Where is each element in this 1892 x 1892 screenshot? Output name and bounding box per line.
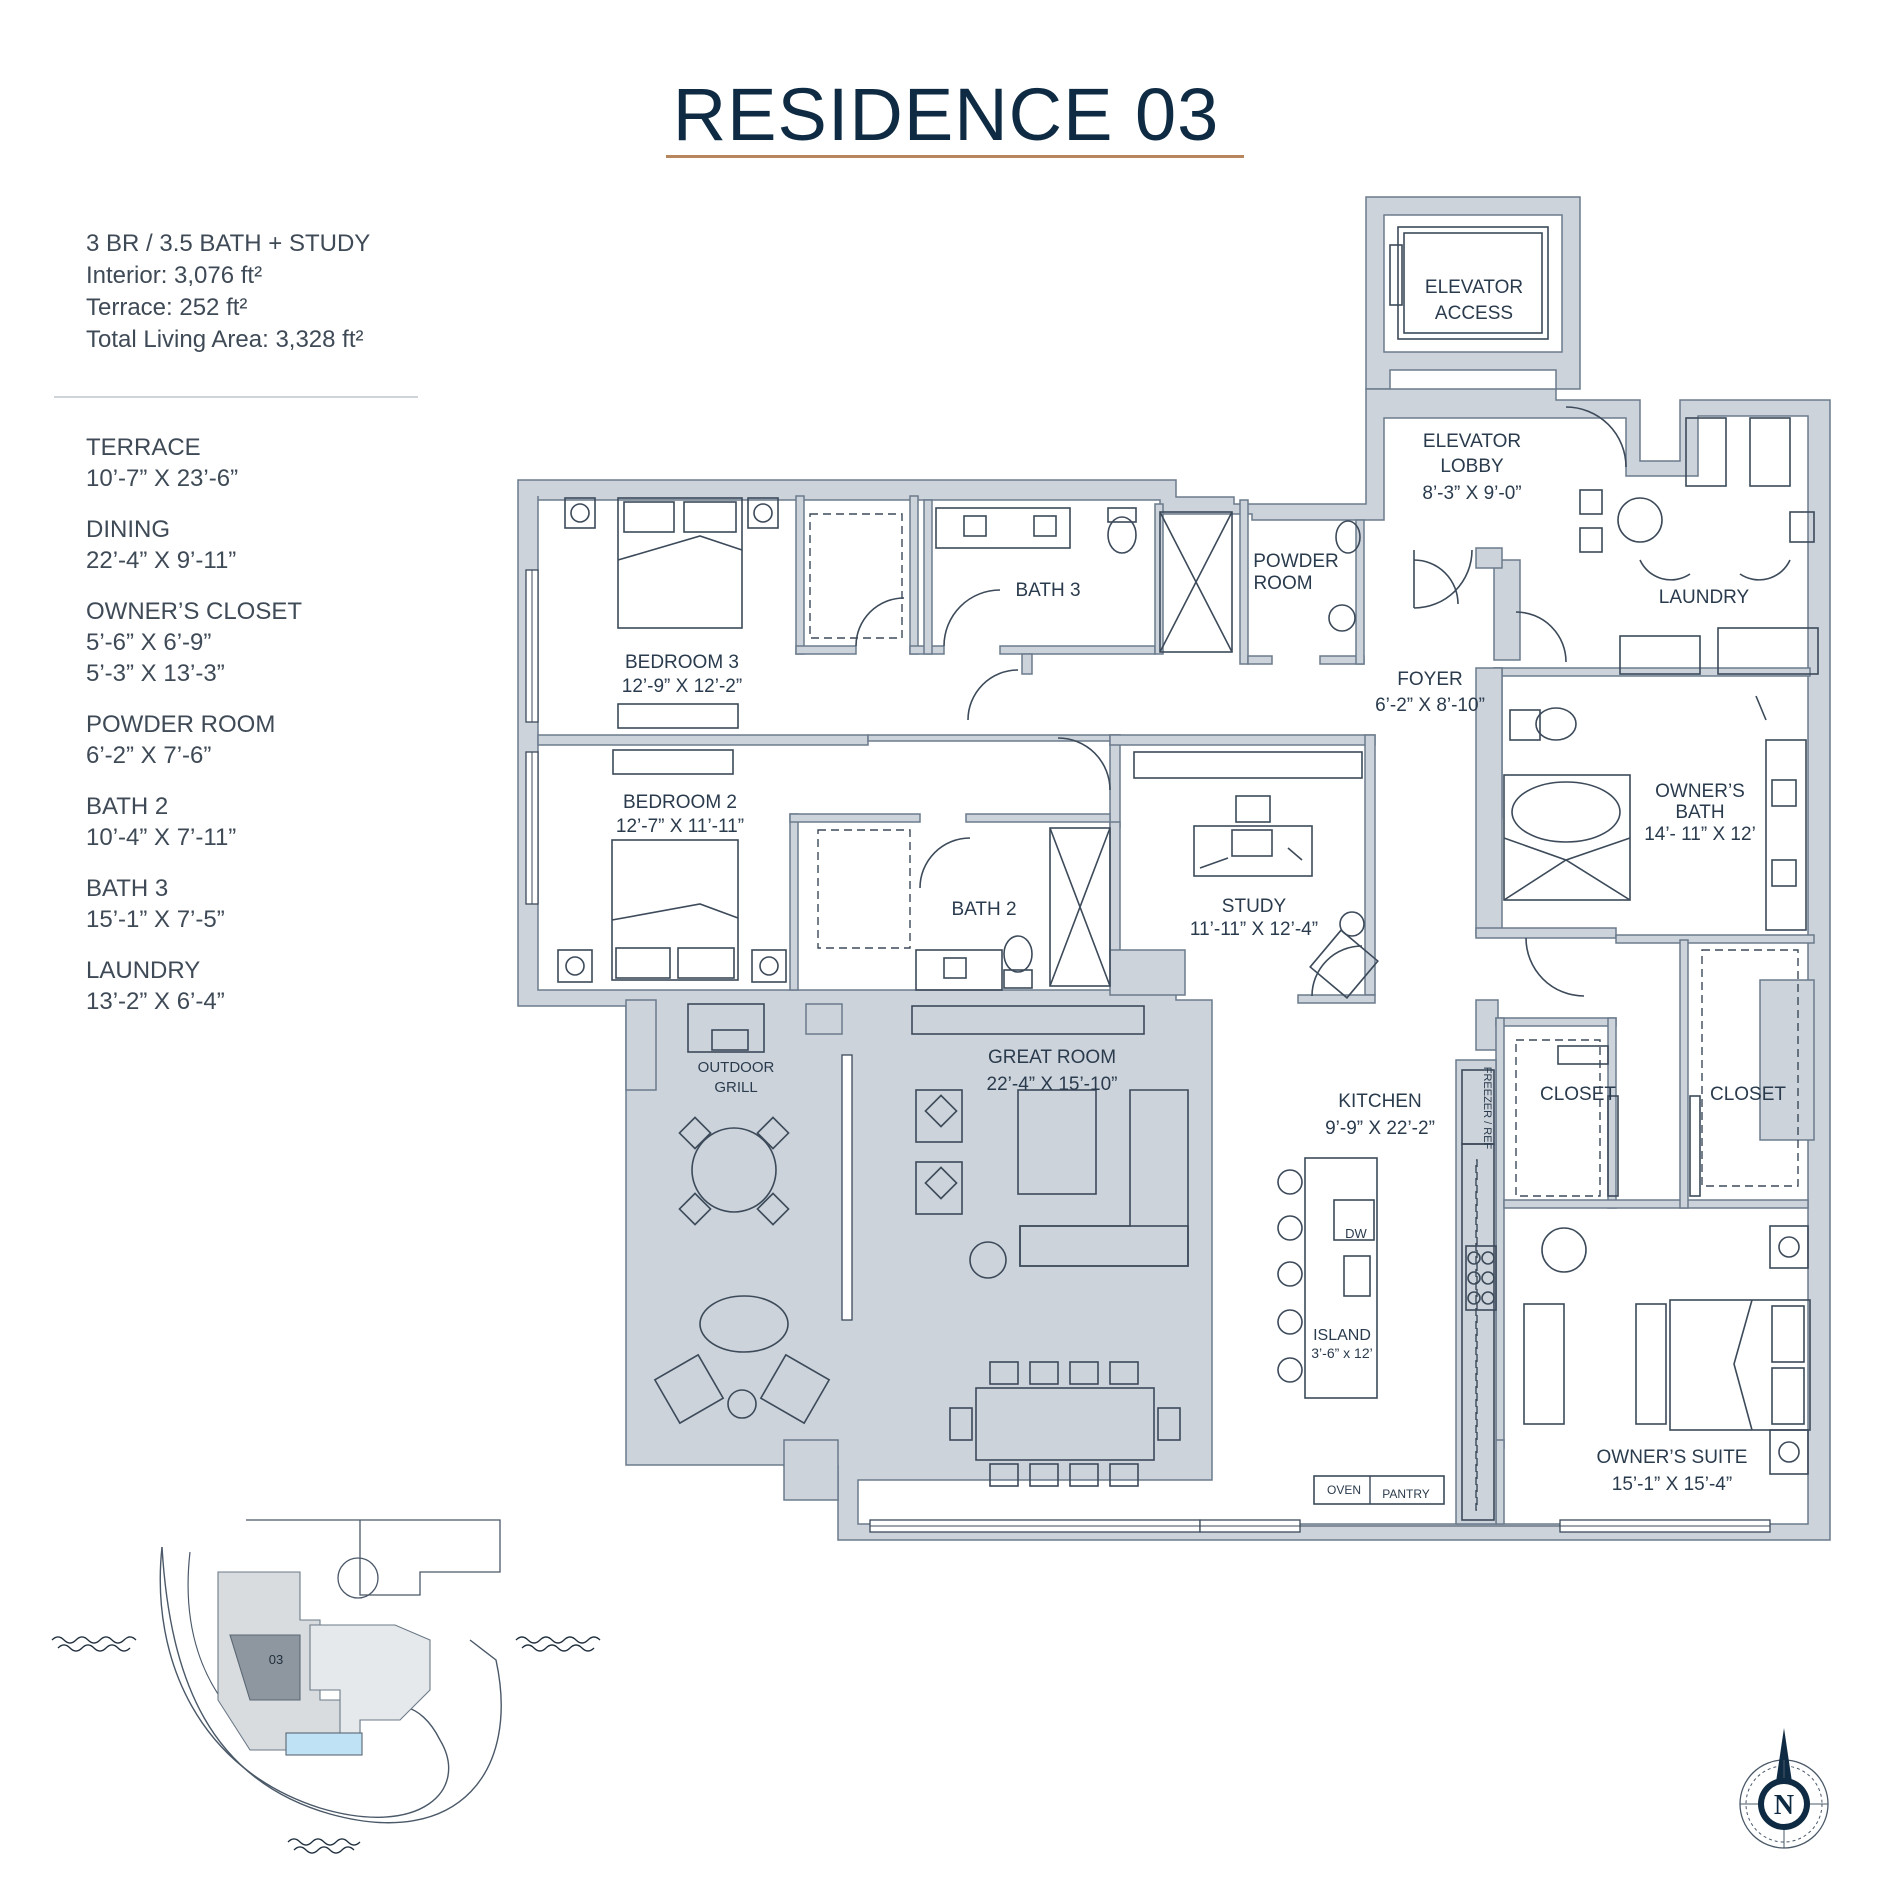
label-pantry: PANTRY bbox=[1382, 1487, 1430, 1501]
label-great-room-dims: 22’-4” X 15’-10” bbox=[987, 1074, 1118, 1095]
label-closet-right: CLOSET bbox=[1710, 1084, 1786, 1105]
room-name: OWNER’S CLOSET bbox=[86, 598, 303, 625]
label-elevator-access: ELEVATOR bbox=[1425, 277, 1523, 298]
label-bath-3: BATH 3 bbox=[1015, 580, 1080, 601]
label-owners-suite-dims: 15’-1” X 15’-4” bbox=[1612, 1474, 1732, 1495]
label-dw: DW bbox=[1345, 1226, 1367, 1241]
total-area: Total Living Area: 3,328 ft² bbox=[86, 326, 364, 353]
title-divider bbox=[666, 155, 1244, 158]
walls bbox=[517, 196, 1831, 1541]
room-dims: 13’-2” X 6’-4” bbox=[86, 988, 225, 1015]
room-dimension-list: TERRACE 10’-7” X 23’-6” DINING 22’-4” X … bbox=[86, 432, 302, 1037]
label-elevator-lobby-dims: 8’-3” X 9’-0” bbox=[1422, 483, 1521, 504]
label-foyer: FOYER bbox=[1397, 669, 1462, 690]
sidebar-divider bbox=[54, 396, 418, 398]
room-dims: 15’-1” X 7’-5” bbox=[86, 906, 225, 933]
label-powder-room: POWDER bbox=[1253, 551, 1339, 572]
label-outdoor-grill-2: GRILL bbox=[714, 1079, 757, 1096]
label-freezer-ref: FREEZER / REF bbox=[1481, 1067, 1493, 1150]
north-compass-icon: N bbox=[1739, 1728, 1829, 1849]
label-bedroom-2: BEDROOM 2 bbox=[623, 792, 737, 813]
label-elevator-access-2: ACCESS bbox=[1435, 303, 1513, 324]
bed-bath-line: 3 BR / 3.5 BATH + STUDY bbox=[86, 230, 371, 257]
label-bedroom-3-dims: 12’-9” X 12’-2” bbox=[622, 676, 742, 697]
room-entry-terrace: TERRACE 10’-7” X 23’-6” bbox=[86, 432, 302, 494]
room-dims: 5’-6” X 6’-9” bbox=[86, 629, 212, 656]
label-elevator-lobby: ELEVATOR bbox=[1423, 431, 1521, 452]
room-name: LAUNDRY bbox=[86, 957, 201, 984]
room-name: BATH 3 bbox=[86, 875, 169, 902]
label-foyer-dims: 6’-2” X 8’-10” bbox=[1375, 695, 1485, 716]
label-kitchen: KITCHEN bbox=[1338, 1091, 1421, 1112]
label-kitchen-dims: 9’-9” X 22’-2” bbox=[1325, 1118, 1435, 1139]
label-owners-suite: OWNER’S SUITE bbox=[1597, 1447, 1748, 1468]
label-island-dims: 3’-6” x 12’ bbox=[1311, 1345, 1372, 1361]
room-name: DINING bbox=[86, 516, 170, 543]
terrace-area: Terrace: 252 ft² bbox=[86, 294, 248, 321]
room-dims: 5’-3” X 13’-3” bbox=[86, 660, 225, 687]
room-name: TERRACE bbox=[86, 434, 201, 461]
label-elevator-lobby-2: LOBBY bbox=[1440, 456, 1504, 477]
page-title: RESIDENCE 03 bbox=[672, 73, 1220, 156]
room-entry-bath-2: BATH 2 10’-4” X 7’-11” bbox=[86, 791, 302, 853]
label-oven: OVEN bbox=[1327, 1483, 1361, 1497]
room-entry-laundry: LAUNDRY 13’-2” X 6’-4” bbox=[86, 955, 302, 1017]
label-closet-left: CLOSET bbox=[1540, 1084, 1616, 1105]
room-dims: 10’-4” X 7’-11” bbox=[86, 824, 237, 851]
keyplan-unit-03 bbox=[229, 1634, 301, 1701]
keyplan-pool bbox=[285, 1732, 363, 1756]
label-outdoor-grill: OUTDOOR bbox=[698, 1059, 775, 1076]
unit-summary: 3 BR / 3.5 BATH + STUDY Interior: 3,076 … bbox=[86, 228, 370, 356]
compass-north-letter: N bbox=[1774, 1790, 1794, 1821]
label-powder-room-2: ROOM bbox=[1253, 573, 1312, 594]
room-entry-powder-room: POWDER ROOM 6’-2” X 7’-6” bbox=[86, 709, 302, 771]
keyplan-unit-label: 03 bbox=[269, 1652, 283, 1667]
room-dims: 6’-2” X 7’-6” bbox=[86, 742, 212, 769]
label-study: STUDY bbox=[1222, 896, 1287, 917]
windows bbox=[525, 569, 1771, 1533]
label-study-dims: 11’-11” X 12’-4” bbox=[1190, 919, 1318, 940]
label-owners-bath: OWNER’S bbox=[1655, 781, 1745, 802]
room-entry-owners-closet: OWNER’S CLOSET 5’-6” X 6’-9” 5’-3” X 13’… bbox=[86, 596, 302, 689]
label-bedroom-2-dims: 12’-7” X 11’-11” bbox=[616, 816, 744, 837]
label-laundry: LAUNDRY bbox=[1659, 587, 1750, 608]
label-bath-2: BATH 2 bbox=[951, 899, 1016, 920]
key-plan: 03 bbox=[51, 1519, 601, 1854]
room-entry-dining: DINING 22’-4” X 9’-11” bbox=[86, 514, 302, 576]
room-labels: ELEVATOR ACCESS ELEVATOR LOBBY 8’-3” X 9… bbox=[616, 277, 1786, 1501]
label-bedroom-3: BEDROOM 3 bbox=[625, 652, 739, 673]
room-dims: 22’-4” X 9’-11” bbox=[86, 547, 237, 574]
label-owners-bath-2: BATH bbox=[1675, 802, 1724, 823]
label-owners-bath-dims: 14’- 11” X 12’ bbox=[1644, 824, 1756, 845]
interior-area: Interior: 3,076 ft² bbox=[86, 262, 263, 289]
room-dims: 10’-7” X 23’-6” bbox=[86, 465, 239, 492]
label-great-room: GREAT ROOM bbox=[988, 1047, 1116, 1068]
label-island: ISLAND bbox=[1313, 1327, 1371, 1344]
room-entry-bath-3: BATH 3 15’-1” X 7’-5” bbox=[86, 873, 302, 935]
furniture bbox=[557, 226, 1819, 1521]
room-name: BATH 2 bbox=[86, 793, 169, 820]
room-name: POWDER ROOM bbox=[86, 711, 276, 738]
